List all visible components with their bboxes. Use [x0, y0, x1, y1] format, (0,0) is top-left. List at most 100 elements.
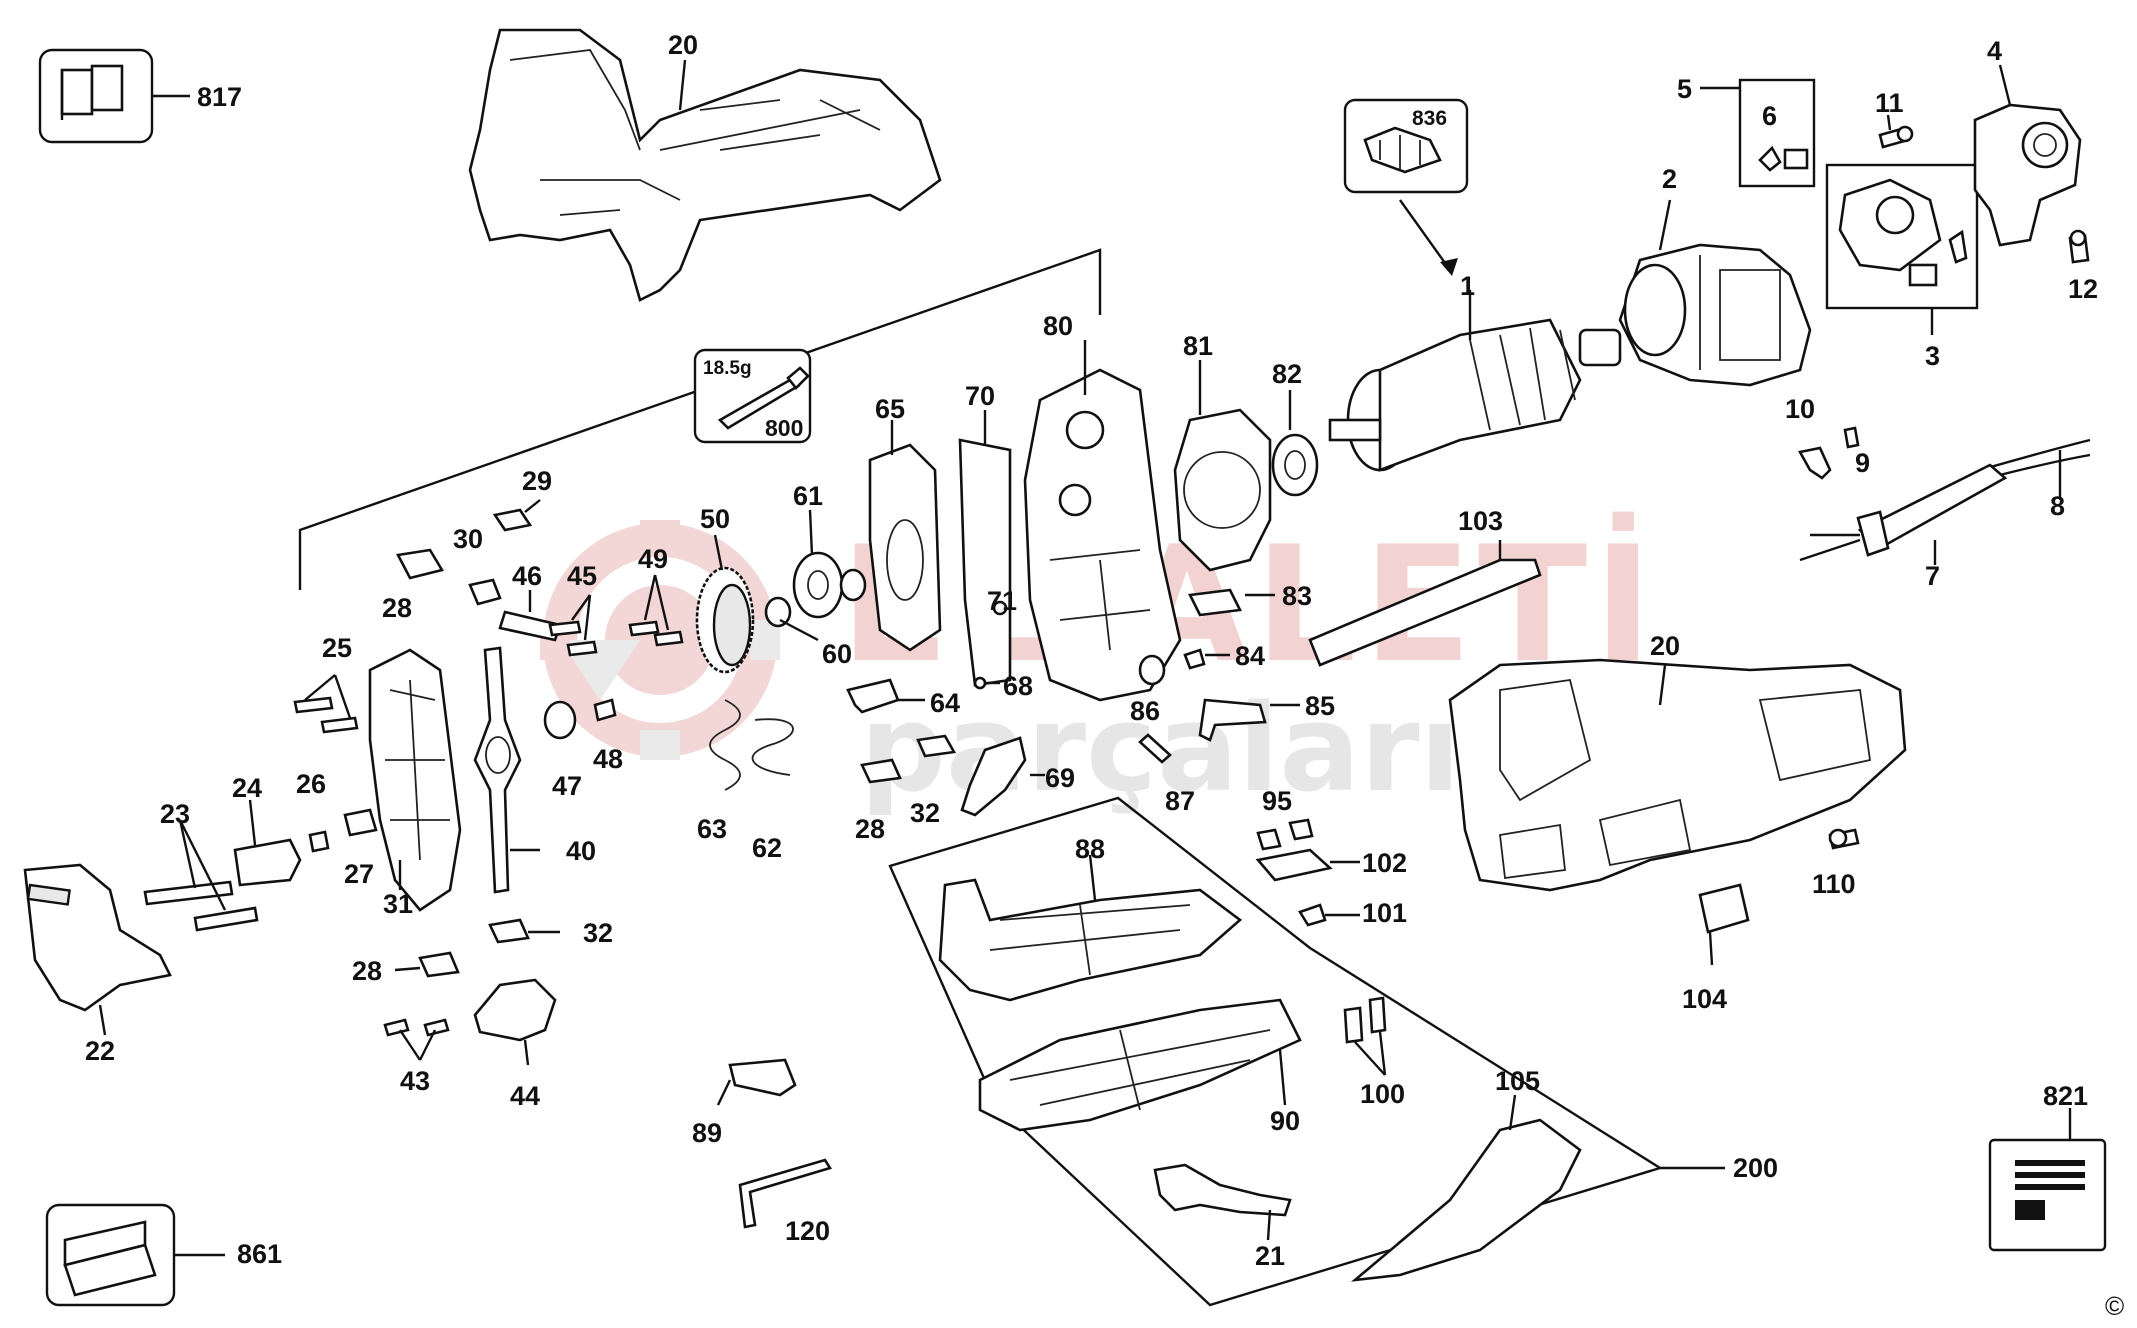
part-30-block	[468, 578, 502, 606]
label-101: 101	[1362, 898, 1407, 928]
label-86: 86	[1130, 696, 1160, 726]
part-28-slider-mid	[860, 758, 902, 784]
label-68: 68	[1003, 671, 1033, 701]
label-20-top: 20	[668, 30, 698, 60]
part-48-clip	[593, 698, 617, 722]
label-10: 10	[1785, 394, 1815, 424]
label-817: 817	[197, 82, 242, 112]
label-6: 6	[1762, 101, 1777, 131]
part-31-gearbox-housing	[368, 648, 462, 912]
label-60: 60	[822, 639, 852, 669]
label-9: 9	[1855, 448, 1870, 478]
part-20-housing-top	[468, 28, 942, 302]
label-90: 90	[1270, 1106, 1300, 1136]
part-821-label	[1988, 1108, 2107, 1252]
label-49: 49	[638, 544, 668, 574]
part-69-counterweight	[960, 736, 1045, 817]
part-labels: 817 20 836 1 5 6 11 4 2 12 3 80 81 82 65…	[85, 30, 2098, 1271]
part-43-screws	[383, 1018, 450, 1061]
label-50: 50	[700, 504, 730, 534]
part-105-dust-nozzle	[1350, 1094, 1582, 1282]
label-32-b: 32	[583, 918, 613, 948]
label-800: 800	[765, 415, 803, 441]
part-40-plunger	[473, 646, 540, 894]
label-30: 30	[453, 524, 483, 554]
part-102-clamp	[1255, 848, 1360, 882]
label-48: 48	[593, 744, 623, 774]
part-21-lever	[1153, 1163, 1292, 1241]
label-110: 110	[1812, 869, 1856, 899]
part-7-cable-sleeve	[1799, 463, 2008, 565]
part-1-armature	[1328, 290, 1622, 472]
part-23-screws	[143, 819, 259, 932]
label-95: 95	[1262, 786, 1292, 816]
label-26: 26	[296, 769, 326, 799]
part-65-plate	[868, 420, 942, 652]
label-61: 61	[793, 481, 823, 511]
label-71: 71	[987, 586, 1017, 616]
part-86-cam	[1138, 654, 1166, 686]
label-87: 87	[1165, 786, 1195, 816]
label-44: 44	[510, 1081, 540, 1111]
group-bracket-200	[888, 796, 1663, 1307]
label-18-5g: 18.5g	[703, 358, 752, 379]
part-103-switch-rod	[1308, 540, 1542, 667]
label-81: 81	[1183, 331, 1213, 361]
label-120: 120	[785, 1216, 830, 1246]
label-63: 63	[697, 814, 727, 844]
label-82: 82	[1272, 359, 1302, 389]
part-101-clip	[1298, 903, 1360, 927]
label-80: 80	[1043, 311, 1073, 341]
part-10-clamp	[1797, 446, 1832, 480]
part-110-screw	[1828, 828, 1860, 850]
label-103: 103	[1458, 506, 1503, 536]
part-83-bracket	[1188, 588, 1275, 617]
part-47-bearing	[543, 700, 577, 740]
part-104-button	[1698, 883, 1750, 966]
part-3-switch-assembly	[1825, 163, 1979, 335]
part-62-spring	[751, 718, 794, 776]
label-12: 12	[2068, 274, 2098, 304]
label-5: 5	[1677, 74, 1692, 104]
label-85: 85	[1305, 691, 1335, 721]
part-82-bearing	[1271, 390, 1319, 497]
part-49-pins	[628, 574, 684, 647]
part-22-guard	[23, 863, 172, 1036]
part-81-fan-baffle	[1173, 360, 1272, 572]
part-80-gear-plate	[1023, 340, 1182, 702]
label-11: 11	[1875, 88, 1904, 118]
part-89-lever	[716, 1058, 797, 1106]
label-20-right: 20	[1650, 631, 1680, 661]
part-5-6-brush	[1700, 78, 1816, 188]
label-43: 43	[400, 1066, 430, 1096]
label-3: 3	[1925, 341, 1940, 371]
part-68-clip	[973, 676, 1000, 690]
label-25: 25	[322, 633, 352, 663]
label-23: 23	[160, 799, 190, 829]
label-4: 4	[1987, 36, 2002, 66]
part-50-gear	[695, 534, 755, 674]
part-4-switch-carrier	[1973, 64, 2082, 247]
label-100: 100	[1360, 1079, 1405, 1109]
label-32-a: 32	[910, 798, 940, 828]
label-89: 89	[692, 1118, 722, 1148]
label-29: 29	[522, 466, 552, 496]
part-28-slider-top	[396, 548, 445, 580]
part-71-pin	[992, 600, 1008, 616]
part-46-link	[498, 590, 562, 642]
label-70: 70	[965, 381, 995, 411]
label-62: 62	[752, 833, 782, 863]
part-20-housing-right	[1448, 658, 1907, 892]
label-69: 69	[1045, 763, 1075, 793]
label-2: 2	[1662, 164, 1677, 194]
part-88-shoe-top	[938, 854, 1243, 1002]
label-47: 47	[552, 771, 582, 801]
label-7: 7	[1925, 561, 1940, 591]
label-40: 40	[566, 836, 596, 866]
label-8: 8	[2050, 491, 2065, 521]
part-100-screws	[1343, 996, 1387, 1076]
part-61-bearing	[792, 509, 844, 619]
part-9-screw	[1843, 426, 1860, 449]
part-24-guide	[233, 799, 302, 887]
label-104: 104	[1682, 984, 1727, 1014]
